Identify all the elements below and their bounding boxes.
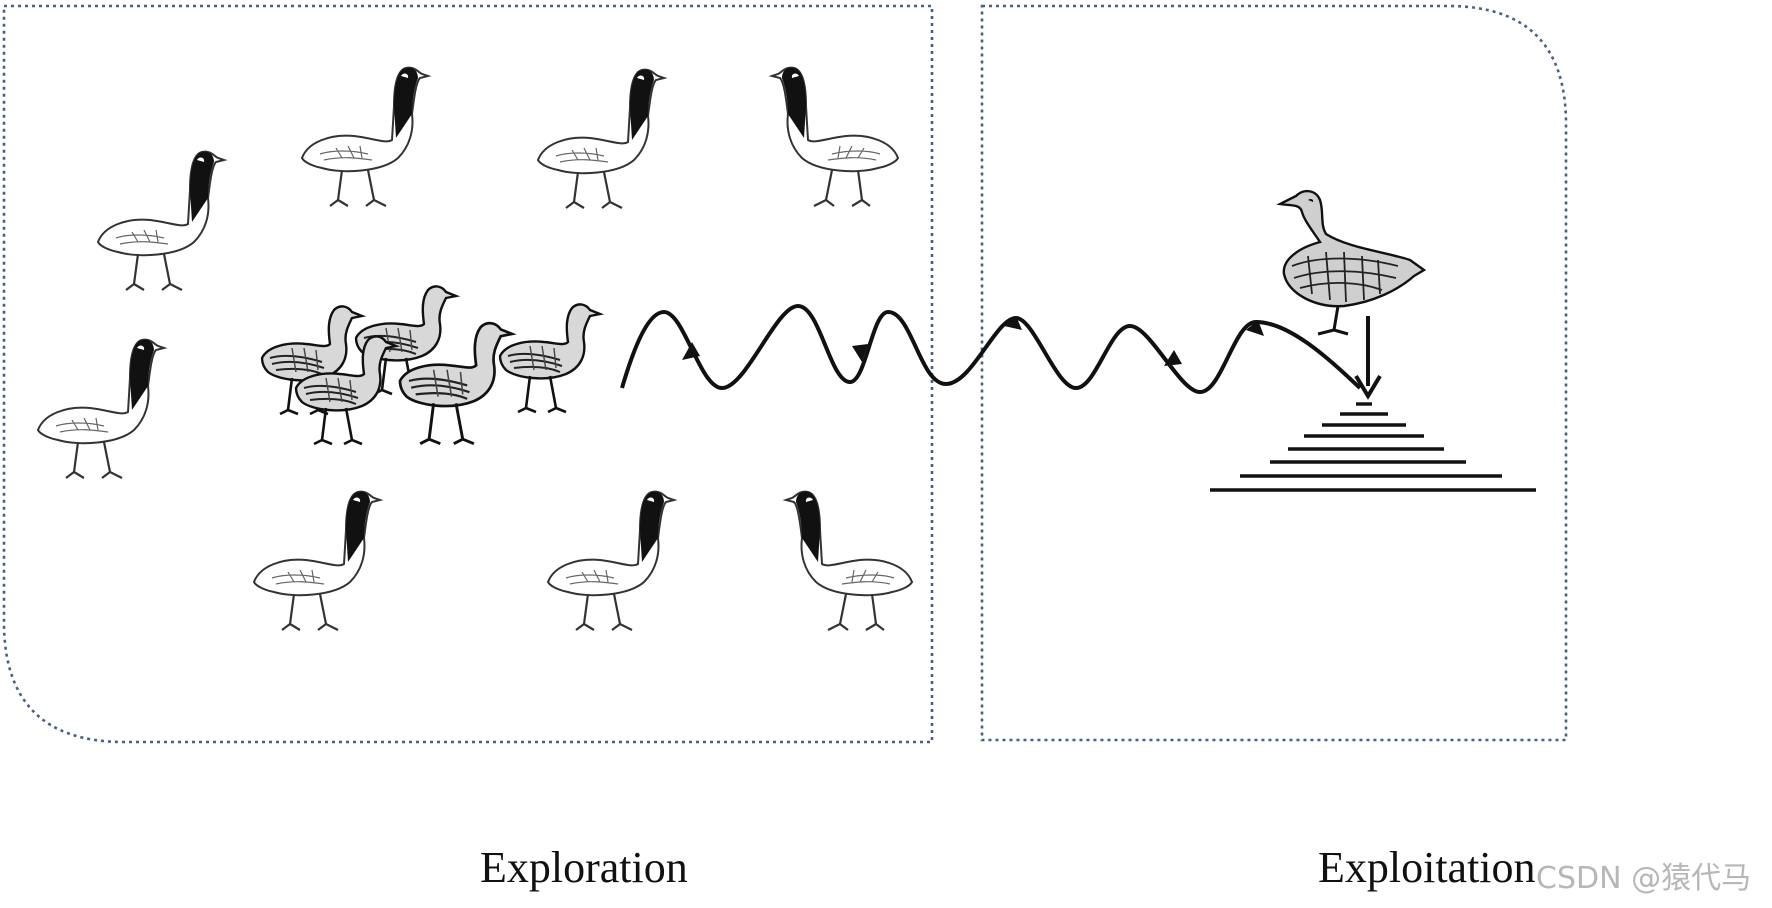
watermark: CSDN @猿代马: [1536, 853, 1751, 897]
goose-icon: [772, 68, 898, 206]
exploration-label: Exploration: [480, 842, 688, 893]
goose-icon: [254, 492, 380, 630]
search-path: [622, 306, 1360, 392]
goose-icon: [302, 68, 428, 206]
goose-icon: [538, 70, 664, 208]
goose-icon: [548, 492, 674, 630]
target-pyramid-icon: [1210, 404, 1536, 490]
leader-goose-icon: [1280, 191, 1424, 334]
geese-flock-icon: [262, 286, 600, 444]
goose-icon: [786, 492, 912, 630]
goose-icon: [38, 340, 164, 478]
exploitation-panel: [982, 6, 1566, 740]
goose-icon: [98, 152, 224, 290]
exploitation-label: Exploitation: [1318, 842, 1536, 893]
